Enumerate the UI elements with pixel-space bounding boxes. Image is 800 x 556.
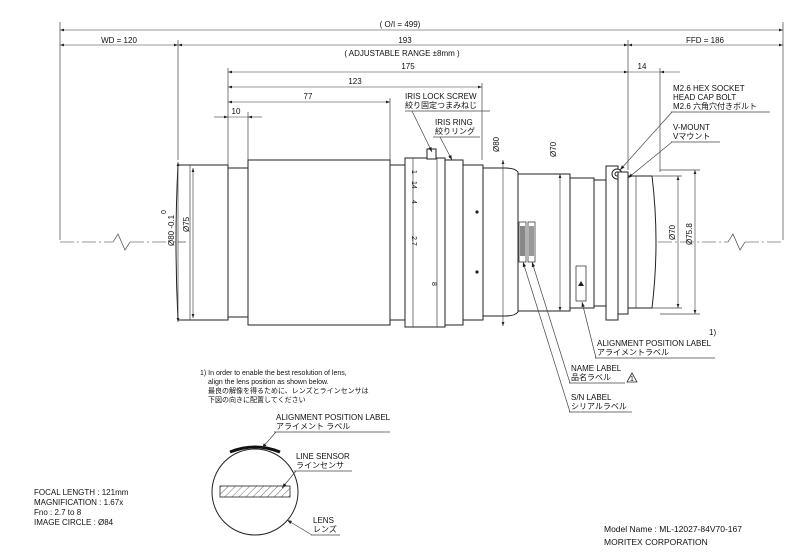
lens-body	[175, 148, 657, 328]
align-label: ALIGNMENT POSITION LABEL	[597, 339, 712, 348]
iris-scale-1: 1	[410, 170, 417, 174]
vmount-label: V-MOUNT	[673, 123, 710, 132]
iris-scale-27: 2.7	[410, 236, 417, 246]
iris-ring-label: IRIS RING	[435, 118, 473, 127]
note-line-2: align the lens position as shown below.	[208, 379, 329, 386]
note-line-4: 下図の向きに配置してください	[208, 395, 306, 404]
dim-193: 193	[398, 36, 412, 45]
iris-scale-8: 8	[430, 282, 437, 286]
detail-sensor-label-jp: ラインセンサ	[296, 461, 344, 470]
note-line-1: 1) In order to enable the best resolutio…	[200, 370, 347, 377]
note-ref: 1)	[709, 328, 716, 337]
sn-label: S/N LABEL	[571, 393, 612, 402]
hex-bolt-label: M2.6 HEX SOCKET	[673, 84, 745, 93]
detail-lens-label-jp: レンズ	[313, 524, 337, 534]
dim-dia80b: Ø80	[492, 136, 501, 152]
iris-scale-4: 4	[410, 200, 417, 204]
detail-align-label-jp: アライメント ラベル	[276, 422, 350, 431]
align-label-jp: アライメントラベル	[597, 348, 669, 357]
iris-scale: 1 14 4 2.7 8	[410, 170, 437, 286]
lens-specifications: FOCAL LENGTH : 121mm MAGNIFICATION : 1.6…	[34, 488, 129, 527]
hex-bolt-label-jp: M2.6 六角穴付きボルト	[673, 101, 757, 111]
sn-label-jp: シリアルラベル	[571, 402, 627, 411]
hex-bolt-label-2: HEAD CAP BOLT	[673, 93, 736, 102]
diameter-dims: 0 Ø80 -0.1 Ø75 Ø80 Ø70 Ø70 Ø75.8	[161, 136, 700, 326]
spec-image-circle: IMAGE CIRCLE : Ø84	[34, 518, 114, 527]
callouts: IRIS LOCK SCREW 絞り固定つまみねじ IRIS RING 絞りリン…	[405, 84, 770, 413]
dim-tol: 0	[161, 210, 168, 214]
iris-ring-label-jp: 絞りリング	[435, 126, 475, 136]
name-label-mark: 1	[630, 376, 634, 383]
name-label-jp: 品名ラベル	[571, 372, 611, 382]
dim-ffd: FFD = 186	[686, 36, 725, 45]
dim-wd: WD = 120	[101, 36, 137, 45]
detail-align-label: ALIGNMENT POSITION LABEL	[276, 413, 391, 422]
alignment-detail-view: ALIGNMENT POSITION LABEL アライメント ラベル LINE…	[211, 413, 391, 536]
spec-focal-length: FOCAL LENGTH : 121mm	[34, 488, 129, 497]
dim-dia758: Ø75.8	[685, 223, 694, 245]
iris-lock-label: IRIS LOCK SCREW	[405, 92, 477, 101]
iris-scale-14: 14	[410, 181, 417, 189]
dim-oi: ( O/I = 499)	[380, 20, 421, 29]
note-line-3: 最良の解像を得るために、レンズとラインセンサは	[208, 386, 369, 395]
dim-175: 175	[401, 62, 415, 71]
spec-magnification: MAGNIFICATION : 1.67x	[34, 498, 123, 507]
dim-dia70b: Ø70	[668, 224, 677, 240]
dim-dia70a: Ø70	[549, 141, 558, 157]
iris-lock-label-jp: 絞り固定つまみねじ	[405, 100, 477, 110]
dimension-lines: ( O/I = 499) WD = 120 193 ( ADJUSTABLE R…	[59, 20, 784, 240]
dim-10: 10	[232, 107, 241, 116]
name-label: NAME LABEL	[571, 364, 622, 373]
detail-lens-label: LENS	[313, 516, 334, 525]
dim-dia75: Ø75	[182, 216, 191, 232]
spec-fno: Fno : 2.7 to 8	[34, 508, 82, 517]
dim-dia80: Ø80 -0.1	[167, 214, 176, 246]
company-name: MORITEX CORPORATION	[604, 537, 708, 547]
title-block: Model Name : ML-12027-84V70-167 MORITEX …	[604, 524, 742, 547]
dim-adjustable: ( ADJUSTABLE RANGE ±8mm )	[344, 49, 460, 58]
dim-77: 77	[304, 92, 313, 101]
dim-14: 14	[638, 62, 647, 71]
dim-123: 123	[348, 77, 362, 86]
detail-sensor-label: LINE SENSOR	[296, 452, 350, 461]
vmount-label-jp: Vマウント	[673, 132, 710, 141]
alignment-note: 1) In order to enable the best resolutio…	[200, 370, 369, 404]
model-name: Model Name : ML-12027-84V70-167	[604, 524, 742, 534]
